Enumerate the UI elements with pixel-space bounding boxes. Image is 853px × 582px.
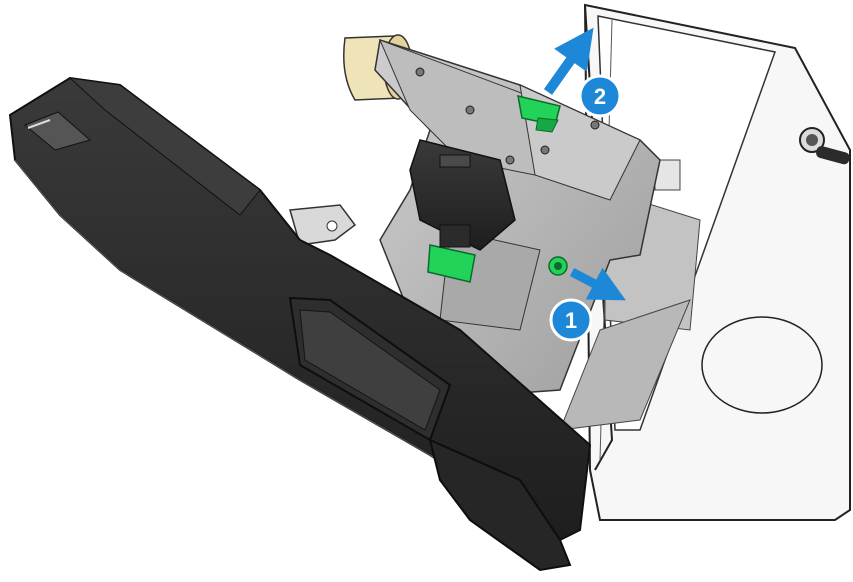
callout-1: 1 xyxy=(549,298,593,342)
callout-2-number: 2 xyxy=(594,84,606,109)
printer-mechanism xyxy=(374,39,661,418)
callout-2: 2 xyxy=(578,74,622,118)
door-handle xyxy=(288,296,452,442)
step-arrow-2 xyxy=(543,27,594,95)
vent-circle xyxy=(701,316,823,414)
paper-guide-green xyxy=(427,224,476,283)
lock-icon xyxy=(799,127,850,165)
release-lever-top xyxy=(517,95,561,133)
callout-1-number: 1 xyxy=(565,308,577,333)
step-arrow-1 xyxy=(569,267,626,301)
release-knob xyxy=(548,256,568,276)
lower-base xyxy=(428,438,572,572)
